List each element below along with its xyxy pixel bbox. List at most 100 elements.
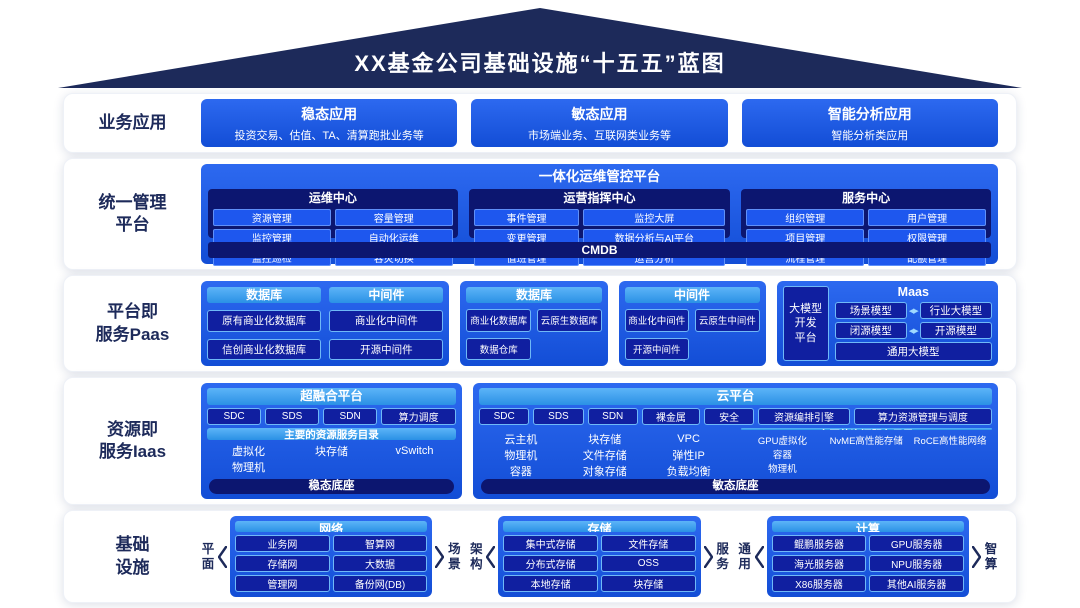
agile-apps-card: 敏态应用 市场端业务、互联网类业务等 bbox=[471, 99, 728, 147]
stable-apps-desc: 投资交易、估值、TA、清算跑批业务等 bbox=[234, 129, 424, 142]
storage-item: OSS bbox=[600, 555, 696, 572]
middleware-item: 商业化中间件 bbox=[329, 310, 444, 332]
catalog-item: vSwitch bbox=[395, 445, 434, 457]
catalog-item: 弹性IP bbox=[672, 450, 705, 462]
network-block: 平面 网络 业务网 智算网 存储网 大数据 管理网 备份网(DB) 场景 bbox=[201, 516, 461, 597]
network-item: 备份网(DB) bbox=[332, 575, 428, 592]
catalog-item: 云主机 bbox=[504, 434, 538, 446]
middleware-header: 中间件 bbox=[329, 287, 444, 303]
cloud-header: 云平台 bbox=[479, 388, 992, 405]
mgmt-item: 监控大屏 bbox=[583, 209, 726, 226]
maas-model-area: Maas 场景模型 ◀▶ 行业大模型 闭源模型 ◀▶ 开源模型 通用大模型 bbox=[834, 285, 993, 361]
row-label-business-apps: 业务应用 bbox=[98, 112, 167, 132]
cloud-catalog-left-items: 云主机 块存储 VPC 物理机 文件存储 弹性IP 容器 对象存储 负载均衡 bbox=[479, 431, 731, 479]
row-label-iaas: 资源即 服务Iaas bbox=[98, 419, 167, 461]
compute-item: NPU服务器 bbox=[869, 555, 964, 572]
cloud-platform-panel: 云平台 SDC SDS SDN 裸金属 安全 资源编排引擎 算力资源管理与调度 … bbox=[473, 383, 998, 499]
network-item: 智算网 bbox=[332, 535, 428, 552]
agile-mw-panel: 中间件 商业化中间件 云原生中间件 开源中间件 bbox=[618, 281, 766, 366]
sdn-box: SDN bbox=[587, 408, 638, 425]
db-item: 商业化数据库 bbox=[466, 309, 531, 332]
storage-header: 存储 bbox=[503, 521, 696, 532]
sdn-box: SDN bbox=[323, 408, 378, 425]
stable-paas-panel: 数据库 原有商业化数据库 信创商业化数据库 中间件 商业化中间件 开源中间件 bbox=[201, 281, 450, 366]
agile-db-grid: 商业化数据库 云原生数据库 数据仓库 bbox=[466, 309, 602, 360]
stable-db-column: 数据库 原有商业化数据库 信创商业化数据库 bbox=[207, 287, 322, 360]
ai-apps-card: 智能分析应用 智能分析类应用 bbox=[741, 99, 998, 147]
catalog-item: 块存储 bbox=[315, 446, 348, 458]
mgmt-item: 资源管理 bbox=[213, 209, 331, 226]
model-box: 闭源模型 bbox=[834, 322, 907, 339]
hci-catalog-items: 虚拟化 块存储 vSwitch 物理机 bbox=[207, 443, 456, 475]
ops-center-panel: 运维中心 资源管理 容量管理 监控管理 自动化运维 监控巡检 容灾切换 bbox=[208, 189, 458, 266]
mgmt-item: 容量管理 bbox=[334, 209, 453, 226]
maas-title: Maas bbox=[897, 285, 929, 299]
db-item: 信创商业化数据库 bbox=[207, 338, 322, 360]
db-item: 云原生数据库 bbox=[536, 309, 602, 332]
compute-block: 通用 计算 鲲鹏服务器 GPU服务器 海光服务器 NPU服务器 X86服务器 其… bbox=[738, 516, 998, 597]
catalog-header: 主要的资源服务目录 bbox=[207, 428, 457, 440]
storage-grid: 集中式存储 文件存储 分布式存储 OSS 本地存储 块存储 bbox=[503, 535, 696, 592]
storage-block: 架构 存储 集中式存储 文件存储 分布式存储 OSS 本地存储 块存储 服务 bbox=[469, 516, 729, 597]
compute-item: 海光服务器 bbox=[771, 555, 867, 572]
compute-scheduling-box: 算力调度 bbox=[381, 408, 457, 425]
model-box: 开源模型 bbox=[919, 322, 993, 339]
maas-panel: 大模型 开发 平台 Maas 场景模型 ◀▶ 行业大模型 闭源模型 ◀▶ 开源模… bbox=[776, 281, 998, 366]
agile-apps-desc: 市场端业务、互联网类业务等 bbox=[527, 129, 671, 142]
business-apps-band: 业务应用 稳态应用 投资交易、估值、TA、清算跑批业务等 敏态应用 市场端业务、… bbox=[63, 93, 1017, 153]
stable-base-bar: 稳态底座 bbox=[209, 479, 455, 494]
catalog-header: 主要的资源服务目录 bbox=[740, 428, 993, 430]
catalog-item: 文件存储 bbox=[582, 450, 627, 462]
chevron-left-icon bbox=[218, 545, 227, 568]
row-label-infrastructure: 基础 设施 bbox=[115, 535, 150, 577]
hci-top-row: SDC SDS SDN 算力调度 bbox=[207, 408, 457, 425]
sdc-box: SDC bbox=[207, 408, 262, 425]
ops-platform-panel: 一体化运维管控平台 运维中心 资源管理 容量管理 监控管理 自动化运维 监控巡检… bbox=[201, 164, 998, 266]
chevron-right-icon bbox=[971, 545, 981, 568]
middleware-item: 云原生中间件 bbox=[695, 309, 760, 332]
business-apps-content: 稳态应用 投资交易、估值、TA、清算跑批业务等 敏态应用 市场端业务、互联网类业… bbox=[201, 99, 998, 147]
hci-platform-panel: 超融合平台 SDC SDS SDN 算力调度 主要的资源服务目录 虚拟化 块存储… bbox=[201, 383, 463, 499]
catalog-item: NvME高性能存储 bbox=[829, 436, 903, 447]
storage-item: 本地存储 bbox=[503, 575, 598, 592]
sds-box: SDS bbox=[265, 408, 320, 425]
chevron-left-icon bbox=[754, 545, 764, 568]
cloud-top-row: SDC SDS SDN 裸金属 安全 资源编排引擎 算力资源管理与调度 bbox=[479, 408, 993, 425]
network-panel: 网络 业务网 智算网 存储网 大数据 管理网 备份网(DB) bbox=[230, 516, 433, 597]
cloud-catalog-right-items: GPU虚拟化 NvME高性能存储 RoCE高性能网络 容器 物理机 bbox=[741, 433, 993, 475]
cloud-catalog-left: 主要的资源服务目录 云主机 块存储 VPC 物理机 文件存储 弹性IP 容器 对… bbox=[479, 428, 731, 478]
hci-header: 超融合平台 bbox=[207, 388, 457, 405]
stable-apps-title: 稳态应用 bbox=[301, 105, 358, 122]
middleware-item: 开源中间件 bbox=[329, 338, 444, 360]
sds-box: SDS bbox=[533, 408, 584, 425]
ai-apps-title: 智能分析应用 bbox=[827, 105, 912, 122]
network-grid: 业务网 智算网 存储网 大数据 管理网 备份网(DB) bbox=[235, 535, 428, 592]
model-box: 行业大模型 bbox=[919, 302, 993, 319]
ops-center-title: 运维中心 bbox=[308, 191, 357, 205]
db-item: 原有商业化数据库 bbox=[207, 310, 322, 332]
management-band: 统一管理 平台 一体化运维管控平台 运维中心 资源管理 容量管理 监控管理 自动… bbox=[63, 158, 1017, 270]
iaas-band: 资源即 服务Iaas 超融合平台 SDC SDS SDN 算力调度 主要的资源服… bbox=[63, 377, 1017, 505]
network-item: 大数据 bbox=[332, 555, 428, 572]
model-pair-row: 闭源模型 ◀▶ 开源模型 bbox=[834, 322, 993, 339]
agile-base-bar: 敏态底座 bbox=[481, 479, 990, 494]
catalog-item: 容器 bbox=[509, 466, 532, 478]
agile-mw-grid: 商业化中间件 云原生中间件 开源中间件 bbox=[624, 309, 760, 360]
network-item: 管理网 bbox=[235, 575, 330, 592]
catalog-item: 物理机 bbox=[232, 462, 265, 474]
catalog-item: RoCE高性能网络 bbox=[913, 436, 987, 447]
storage-item: 块存储 bbox=[600, 575, 696, 592]
roof-banner: XX基金公司基础设施“十五五”蓝图 bbox=[58, 8, 1022, 88]
catalog-item: VPC bbox=[677, 433, 700, 445]
cloud-catalog-right: 主要的资源服务目录 GPU虚拟化 NvME高性能存储 RoCE高性能网络 容器 … bbox=[740, 428, 993, 475]
ops-platform-title: 一体化运维管控平台 bbox=[538, 169, 661, 184]
stable-apps-card: 稳态应用 投资交易、估值、TA、清算跑批业务等 bbox=[201, 99, 458, 147]
catalog-item: 虚拟化 bbox=[232, 446, 265, 458]
ai-apps-desc: 智能分析类应用 bbox=[831, 129, 909, 142]
chevron-right-icon bbox=[703, 545, 713, 568]
infrastructure-content: 平面 网络 业务网 智算网 存储网 大数据 管理网 备份网(DB) 场景 bbox=[201, 516, 998, 597]
side-label-ai-compute: 智算 bbox=[984, 542, 998, 571]
iaas-content: 超融合平台 SDC SDS SDN 算力调度 主要的资源服务目录 虚拟化 块存储… bbox=[201, 383, 998, 499]
storage-item: 集中式存储 bbox=[503, 535, 598, 552]
